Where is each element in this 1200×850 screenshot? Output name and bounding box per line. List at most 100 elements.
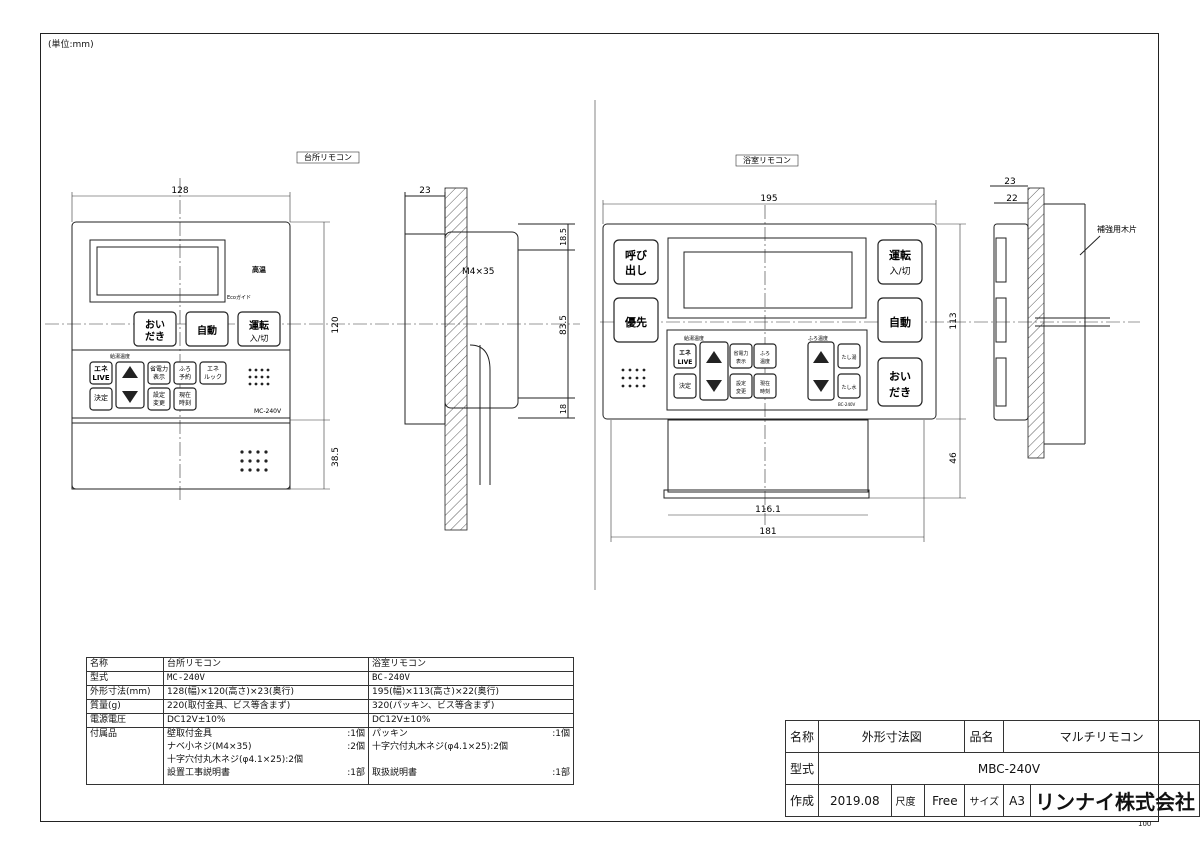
kitchen-remote-front: [71, 221, 291, 490]
title-name-value: 外形寸法図: [818, 720, 966, 753]
svg-text:ルック: ルック: [204, 374, 222, 381]
dim-kitchen-top: 18.5: [559, 228, 568, 246]
kitchen-wall-section: [444, 187, 468, 531]
svg-text:だき: だき: [145, 331, 165, 343]
dim-kitchen-mid: 83.5: [559, 315, 569, 335]
dim-kitchen-bottom: 18: [559, 404, 568, 414]
title-created-value: 2019.08: [818, 784, 892, 817]
dim-bath-inner: 116.1: [755, 505, 781, 515]
dim-kitchen-width: 128: [171, 186, 188, 196]
svg-text:現在: 現在: [179, 391, 191, 399]
title-model-value: MBC-240V: [818, 752, 1200, 785]
kitchen-label-box: [296, 151, 360, 164]
title-scale-label: 尺度: [890, 784, 926, 817]
bath-buttons: [613, 239, 923, 407]
svg-text:ふろ: ふろ: [179, 366, 191, 373]
kitchen-label: 台所リモコン: [304, 152, 352, 162]
svg-text:入/切: 入/切: [250, 334, 269, 343]
spec-row-label: 電源電圧: [86, 713, 164, 728]
bath-wall-section: [1027, 187, 1045, 459]
svg-text:時刻: 時刻: [760, 388, 770, 395]
dim-bath-lower: 46: [949, 452, 959, 464]
spec-header-bath: 浴室リモコン: [368, 657, 574, 672]
svg-text:変更: 変更: [153, 399, 165, 407]
svg-text:表示: 表示: [153, 373, 165, 381]
bath-panel-label2: ふろ温度: [808, 335, 828, 342]
kitchen-kousui-label: 高温: [252, 265, 266, 274]
svg-text:入/切: 入/切: [889, 266, 910, 277]
svg-text:予約: 予約: [179, 373, 191, 381]
kitchen-kettei-button: 決定: [94, 393, 108, 402]
title-scale-value: Free: [924, 784, 966, 817]
company-name: リンナイ株式会社: [1030, 784, 1200, 817]
svg-text:出し: 出し: [625, 263, 647, 277]
dim-kitchen-lower: 38.5: [331, 447, 341, 467]
spec-bath-accessories: パッキン:1個 十字穴付丸木ネジ(φ4.1×25):2個 取扱説明書:1部: [368, 727, 574, 785]
spec-row-label: 質量(g): [86, 699, 164, 714]
kitchen-oidaki-button[interactable]: おい: [145, 319, 165, 331]
bath-label: 浴室リモコン: [743, 155, 791, 165]
bath-power-button: 運転: [889, 248, 911, 262]
kitchen-panel-label: 給湯温度: [110, 353, 130, 360]
title-created-label: 作成: [784, 784, 820, 817]
spec-bath-value: BC-240V: [368, 671, 574, 686]
svg-text:だき: だき: [889, 386, 911, 399]
spec-row-label: 外形寸法(mm): [86, 685, 164, 700]
bath-tashimizu-button: たし水: [841, 384, 856, 391]
svg-text:表示: 表示: [736, 358, 746, 365]
svg-text:時刻: 時刻: [179, 399, 191, 407]
title-name-label: 名称: [784, 720, 820, 753]
kitchen-buttons: [89, 311, 281, 411]
bath-yobidashi-button: 呼び: [625, 248, 648, 262]
spec-kitchen-value: MC-240V: [163, 671, 369, 686]
svg-text:現在: 現在: [760, 380, 770, 387]
svg-text:エネ: エネ: [94, 365, 108, 373]
kitchen-power-button: 運転: [249, 319, 269, 332]
title-product-label: 品名: [964, 720, 1005, 753]
bath-tashiyu-button: たし湯: [841, 354, 856, 361]
svg-text:省電力: 省電力: [733, 350, 748, 357]
page-number: 100: [1138, 820, 1152, 828]
title-product-value: マルチリモコン: [1003, 720, 1200, 753]
dim-bath-height: 113: [949, 312, 959, 329]
spec-header-kitchen: 台所リモコン: [163, 657, 369, 672]
spec-header-name: 名称: [86, 657, 164, 672]
spec-accessories-label: 付属品: [86, 727, 164, 785]
drawing-frame: [40, 33, 1159, 822]
kitchen-side-view: [404, 192, 575, 485]
screw-label: M4×35: [462, 267, 494, 277]
spec-bath-value: DC12V±10%: [368, 713, 574, 728]
dim-bath-depth: 23: [1004, 177, 1015, 187]
svg-text:エネ: エネ: [679, 349, 691, 357]
wood-note: 補強用木片: [1097, 224, 1137, 234]
svg-text:設定: 設定: [153, 391, 165, 399]
svg-text:変更: 変更: [736, 388, 746, 395]
dim-bath-lower-width: 181: [759, 527, 776, 537]
bath-kettei-button: 決定: [679, 382, 691, 390]
spec-kitchen-value: 220(取付金具、ビス等含まず): [163, 699, 369, 714]
svg-text:エネ: エネ: [207, 366, 219, 373]
spec-kitchen-value: 128(幅)×120(高さ)×23(奥行): [163, 685, 369, 700]
bath-priority-button: 優先: [624, 315, 647, 329]
svg-text:温度: 温度: [760, 358, 770, 365]
spec-kitchen-value: DC12V±10%: [163, 713, 369, 728]
spec-bath-value: 320(パッキン、ビス等含まず): [368, 699, 574, 714]
bath-side-view: [990, 185, 1110, 445]
bath-panel-label1: 給湯温度: [684, 335, 704, 342]
bath-auto-button: 自動: [889, 315, 911, 329]
spec-row-label: 型式: [86, 671, 164, 686]
title-model-label: 型式: [784, 752, 820, 785]
kitchen-ecoguide-label: Ecoガイド: [227, 294, 251, 301]
title-size-value: A3: [1003, 784, 1031, 817]
title-block: 名称 外形寸法図 品名 マルチリモコン 型式 MBC-240V 作成 2019.…: [784, 720, 1200, 817]
spec-bath-value: 195(幅)×113(高さ)×22(奥行): [368, 685, 574, 700]
svg-text:設定: 設定: [736, 380, 746, 387]
dim-kitchen-height: 120: [331, 316, 341, 333]
dim-bath-width: 195: [760, 194, 777, 204]
bath-label-box: [735, 154, 799, 167]
svg-text:LIVE: LIVE: [678, 359, 693, 366]
unit-note: (単位:mm): [48, 40, 94, 50]
spec-table: 名称 台所リモコン 浴室リモコン 型式 MC-240V BC-240V 外形寸法…: [86, 657, 574, 785]
dim-kitchen-depth: 23: [419, 186, 430, 196]
